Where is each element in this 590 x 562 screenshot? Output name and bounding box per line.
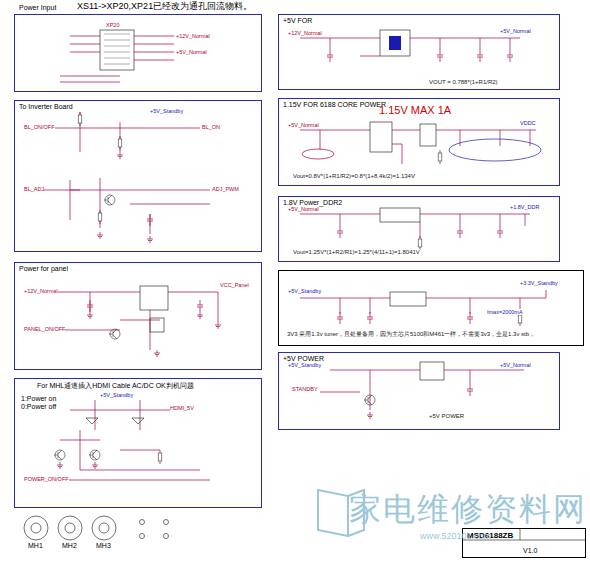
panel-text: +5V POWER xyxy=(429,413,464,420)
signal-label: PANEL_ON/OFF xyxy=(24,326,65,332)
signal-label: MH1 xyxy=(28,542,43,550)
panel-text: VOUT = 0.788*(1+R1/R2) xyxy=(429,79,498,86)
signal-label: MH3 xyxy=(96,542,111,550)
schematic-panel: For MHL通道插入HDMI Cable AC/DC OK判机问题 1:Powe… xyxy=(14,378,262,508)
signal-label: +5V_Standby xyxy=(150,108,183,114)
panel-text: Power Input xyxy=(19,4,56,12)
signal-label: +3.3V_Standby xyxy=(520,280,558,286)
schematic-panel: Power InputXS11->XP20,XP21已经改为通孔回流物料。 xyxy=(14,14,262,92)
panel-text: 1.15V FOR 6188 CORE POWER xyxy=(283,101,386,109)
panel-text: XS11->XP20,XP21已经改为通孔回流物料。 xyxy=(77,2,252,12)
schematic-panel: +5V FOR VOUT = 0.788*(1+R1/R2) xyxy=(278,14,560,90)
signal-label: +5V_Normal xyxy=(500,362,531,368)
panel-text: Vout=1.25V*(1+R2/R1)=1.25*(4/11+1)=1.804… xyxy=(293,249,420,256)
signal-label: VDDC xyxy=(520,120,536,126)
watermark: 家电维修资料网 xyxy=(349,492,587,527)
panel-text: 3V3 采用1.3v tuner，且处量备用，因为主芯片5100和M461一样，… xyxy=(287,331,577,338)
signal-label: +12V_Normal xyxy=(288,30,322,36)
schematic-panel: To Inverter Board xyxy=(14,100,262,252)
signal-label: +5V_Normal xyxy=(500,28,531,34)
signal-label: MH2 xyxy=(62,542,77,550)
signal-label: STANDBY xyxy=(292,386,318,392)
signal-label: BL_ON/OFF xyxy=(24,124,55,130)
signal-label: VCC_Panel xyxy=(220,282,249,288)
panel-text: Imax=2000mA xyxy=(487,309,523,315)
signal-label: +5V_Standby xyxy=(288,362,321,368)
panel-text: 1:Power on 0:Power off xyxy=(21,395,61,410)
schematic-panel: 1.15V FOR 6188 CORE POWER1.15V MAX 1A Vou… xyxy=(278,98,560,186)
signal-label: BL_ON xyxy=(202,124,220,130)
signal-label: +5V_Standby xyxy=(288,288,321,294)
watermark: www.520101.com xyxy=(420,532,491,542)
signal-label: ADJ_PWM xyxy=(212,186,239,192)
signal-label: +5V_Normal xyxy=(288,206,319,212)
signal-label: POWER_ON/OFF xyxy=(24,476,69,482)
panel-text: V1.0 xyxy=(523,547,537,555)
wires xyxy=(24,30,586,540)
panel-text: To Inverter Board xyxy=(19,103,73,111)
signal-label: +12V_Normal xyxy=(24,288,58,294)
signal-label: +12V_Normal xyxy=(176,33,210,39)
signal-label: HDMI_5V xyxy=(170,405,194,411)
signal-label: +5V_Normal xyxy=(288,122,319,128)
signal-label: XP20 xyxy=(106,22,119,28)
signal-label: +1.8V_DDR xyxy=(510,204,540,210)
panel-text: For MHL通道插入HDMI Cable AC/DC OK判机问题 xyxy=(37,382,194,390)
signal-label: BL_ADJ xyxy=(24,186,44,192)
panel-text: +5V FOR xyxy=(283,17,312,25)
panel-text: Vout=0.8V*(1+R1/R2)=0.8*(1+8.4k/2)=1.134… xyxy=(293,173,415,180)
panel-text: 1.15V MAX 1A xyxy=(379,104,451,116)
signal-label: +5V_Standby xyxy=(100,392,133,398)
schematic-panel: Power for panel xyxy=(14,262,262,370)
signal-label: +5V_Normal xyxy=(176,49,207,55)
panel-text: Power for panel xyxy=(19,265,68,273)
